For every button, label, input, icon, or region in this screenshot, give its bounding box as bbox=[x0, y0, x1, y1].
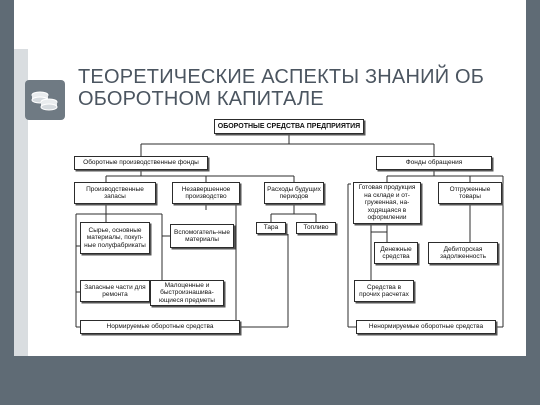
connector-lines bbox=[75, 134, 504, 328]
spare-parts-box: Запасные части для ремонта bbox=[80, 280, 150, 302]
packaging-box: Тара bbox=[256, 222, 286, 234]
non-normalized-capital-box: Ненормируемые оборотные средства bbox=[356, 320, 496, 334]
left-frame bbox=[0, 0, 14, 405]
settlements-box: Средства в прочих расчетах bbox=[354, 280, 414, 302]
root-box: ОБОРОТНЫЕ СРЕДСТВА ПРЕДПРИЯТИЯ bbox=[214, 119, 364, 134]
coins-icon bbox=[25, 80, 65, 120]
slide-title: ТЕОРЕТИЧЕСКИЕ АСПЕКТЫ ЗНАНИЙ ОБ ОБОРОТНО… bbox=[78, 66, 485, 110]
low-value-items-box: Малоценные и быстроизнашива-ющиеся предм… bbox=[150, 280, 224, 306]
finished-goods-box: Готовая продукция на складе и от-груженн… bbox=[353, 182, 421, 224]
side-strip bbox=[14, 49, 28, 356]
normalized-capital-box: Нормируемые оборотные средства bbox=[80, 320, 240, 334]
aux-materials-box: Вспомогатель-ные материалы bbox=[170, 224, 234, 248]
bottom-frame bbox=[0, 356, 540, 405]
cash-box: Денежные средства bbox=[374, 242, 418, 264]
shipped-goods-box: Отгруженные товары bbox=[438, 182, 502, 204]
deferred-expenses-box: Расходы будущих периодов bbox=[264, 182, 324, 204]
production-stocks-box: Производственные запасы bbox=[74, 182, 156, 204]
fuel-box: Топливо bbox=[296, 222, 336, 234]
raw-materials-box: Сырье, основные материалы, покуп-ные пол… bbox=[80, 222, 150, 254]
production-funds-box: Оборотные производственные фонды bbox=[74, 156, 208, 170]
wip-box: Незавершенное производство bbox=[172, 182, 240, 204]
receivables-box: Дебиторская задолженность bbox=[428, 242, 498, 264]
working-capital-diagram: ОБОРОТНЫЕ СРЕДСТВА ПРЕДПРИЯТИЯ Оборотные… bbox=[66, 114, 512, 354]
right-frame bbox=[526, 0, 540, 405]
circulation-funds-box: Фонды обращения bbox=[376, 156, 492, 170]
